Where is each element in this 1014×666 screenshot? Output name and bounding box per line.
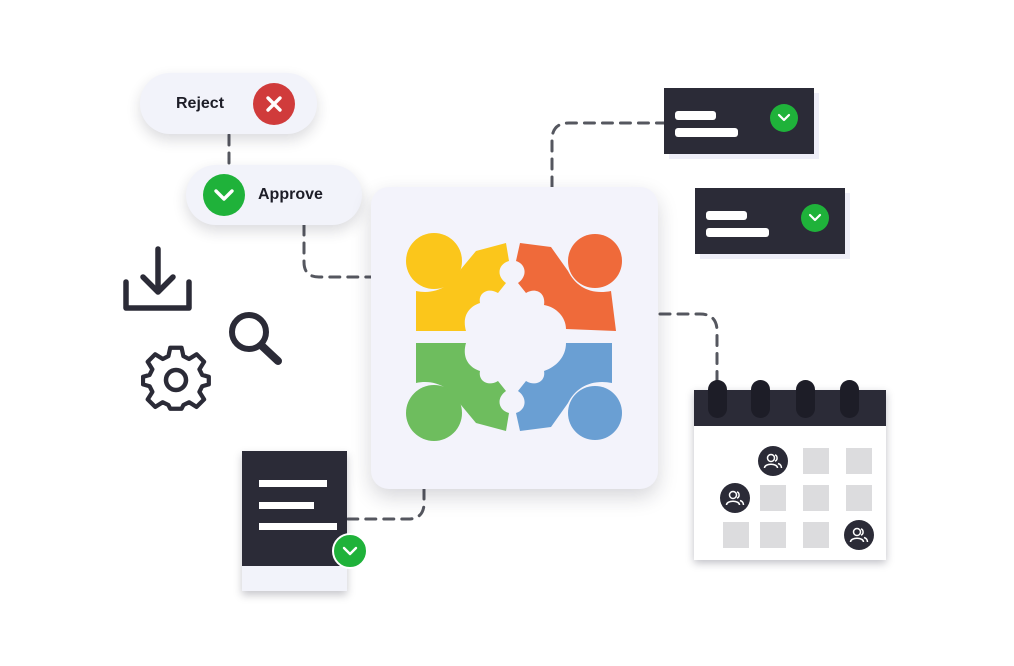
- integration-hub-card[interactable]: [371, 187, 658, 489]
- calendar-ring: [708, 380, 727, 418]
- calendar-day: [803, 448, 829, 474]
- calendar-day: [723, 522, 749, 548]
- calendar-icon[interactable]: [694, 380, 886, 560]
- people-icon: [720, 483, 750, 513]
- calendar-day: [846, 448, 872, 474]
- search-icon: [229, 312, 282, 365]
- text-line: [706, 228, 769, 237]
- download-icon: [123, 246, 192, 311]
- reject-label: Reject: [176, 95, 225, 112]
- approve-label: Approve: [258, 186, 323, 203]
- approve-button[interactable]: Approve: [186, 165, 362, 225]
- check-icon: [203, 174, 245, 216]
- text-line: [706, 211, 747, 220]
- calendar-day: [760, 522, 786, 548]
- reject-button[interactable]: Reject: [140, 73, 317, 134]
- check-icon: [801, 204, 829, 232]
- people-icon: [758, 446, 788, 476]
- calendar-day: [846, 485, 872, 511]
- text-line: [259, 523, 337, 530]
- check-icon: [770, 104, 798, 132]
- approved-item-card-2[interactable]: [695, 188, 845, 254]
- calendar-day: [803, 485, 829, 511]
- close-icon: [253, 83, 295, 125]
- check-icon: [332, 533, 368, 569]
- puzzle-logo-icon: [406, 233, 622, 441]
- gear-icon: [141, 345, 211, 411]
- text-line: [259, 480, 327, 487]
- document-icon[interactable]: [242, 451, 347, 591]
- calendar-ring: [751, 380, 770, 418]
- people-icon: [844, 520, 874, 550]
- calendar-day: [803, 522, 829, 548]
- approved-item-card-1[interactable]: [664, 88, 814, 154]
- calendar-ring: [840, 380, 859, 418]
- text-line: [675, 111, 716, 120]
- calendar-ring: [796, 380, 815, 418]
- calendar-day: [760, 485, 786, 511]
- text-line: [675, 128, 738, 137]
- text-line: [259, 502, 314, 509]
